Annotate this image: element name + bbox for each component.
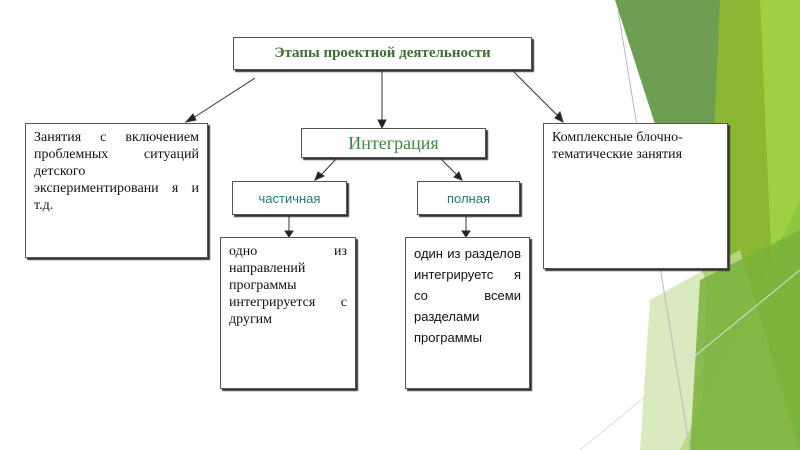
full-desc-box: один из разделов интегрируетс я со всеми…: [405, 237, 530, 389]
left-box: Занятия с включением проблемных ситуаций…: [25, 123, 208, 258]
full-label: полная: [446, 190, 491, 206]
integration-box: Интеграция: [301, 128, 486, 158]
title: Этапы проектной деятельности: [274, 45, 491, 61]
right-box: Комплексные блочно-тематические занятия: [543, 123, 728, 269]
partial-label: частичная: [258, 190, 321, 206]
partial-box: частичная: [232, 181, 347, 215]
integration-label: Интеграция: [348, 132, 439, 153]
full-box: полная: [417, 181, 520, 215]
full-desc-text: один из разделов интегрируетс я со всеми…: [414, 246, 521, 345]
partial-desc-text: одно из направлений программы интегрируе…: [229, 244, 347, 327]
right-box-text: Комплексные блочно-тематические занятия: [552, 130, 683, 162]
title-box: Этапы проектной деятельности: [233, 37, 532, 70]
left-box-text: Занятия с включением проблемных ситуаций…: [34, 130, 199, 213]
partial-desc-box: одно из направлений программы интегрируе…: [220, 237, 356, 389]
